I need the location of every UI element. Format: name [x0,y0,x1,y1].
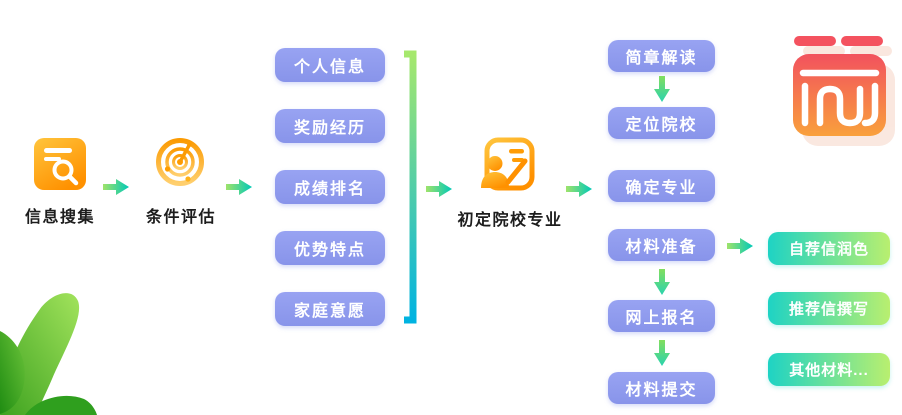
step-pill: 确定专业 [608,170,715,202]
factor-pill: 优势特点 [275,231,385,265]
stage-label-condition-evaluation: 条件评估 [145,209,216,226]
flow-arrow-right-icon [103,179,129,195]
step-pill: 简章解读 [608,40,715,72]
step-pill: 网上报名 [608,300,715,332]
material-pill: 推荐信撰写 [768,292,890,325]
step-pill: 材料提交 [608,372,715,404]
factor-pill: 成绩排名 [275,170,385,204]
flow-arrow-right-icon [426,181,452,197]
factor-pill: 个人信息 [275,48,385,82]
document-search-icon [34,138,86,190]
flow-arrow-right-icon [727,238,753,254]
flow-arrow-down-icon [654,76,670,102]
material-pill: 自荐信润色 [768,232,890,265]
document-person-icon [479,137,535,192]
jian-brand-logo-icon [788,26,902,158]
factor-pill: 奖励经历 [275,109,385,143]
flow-arrow-down-icon [654,269,670,295]
stage-label-initial-school-major: 初定院校专业 [457,212,563,229]
radar-icon [152,138,208,190]
flow-arrow-down-icon [654,340,670,366]
flow-arrow-right-icon [226,179,252,195]
step-pill: 材料准备 [608,229,715,261]
material-pill: 其他材料... [768,353,890,386]
group-bracket [402,50,418,324]
stage-label-info-collection: 信息搜集 [24,209,95,226]
factor-pill: 家庭意愿 [275,292,385,326]
flow-arrow-right-icon [566,181,592,197]
green-leaves-decoration-icon [0,281,150,415]
step-pill: 定位院校 [608,107,715,139]
